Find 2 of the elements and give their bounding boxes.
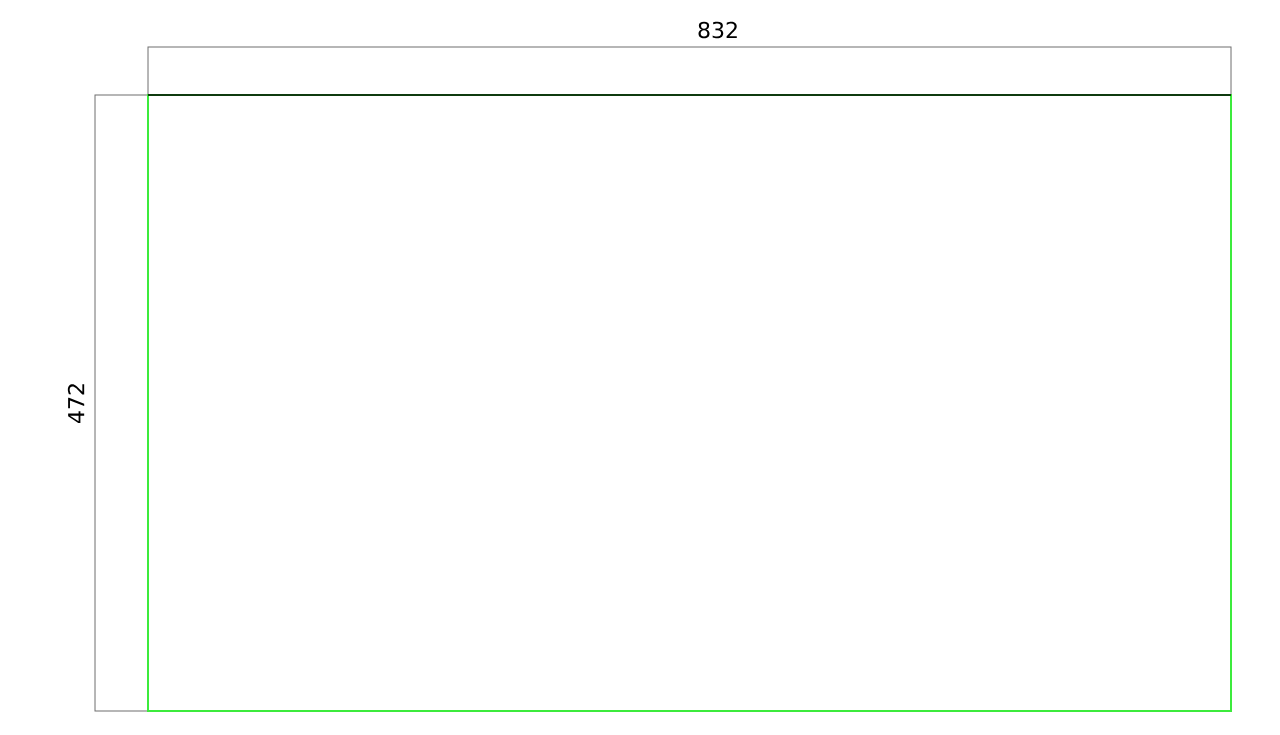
dimension-label: 472: [67, 384, 85, 423]
dimension-label: 832: [698, 21, 737, 39]
